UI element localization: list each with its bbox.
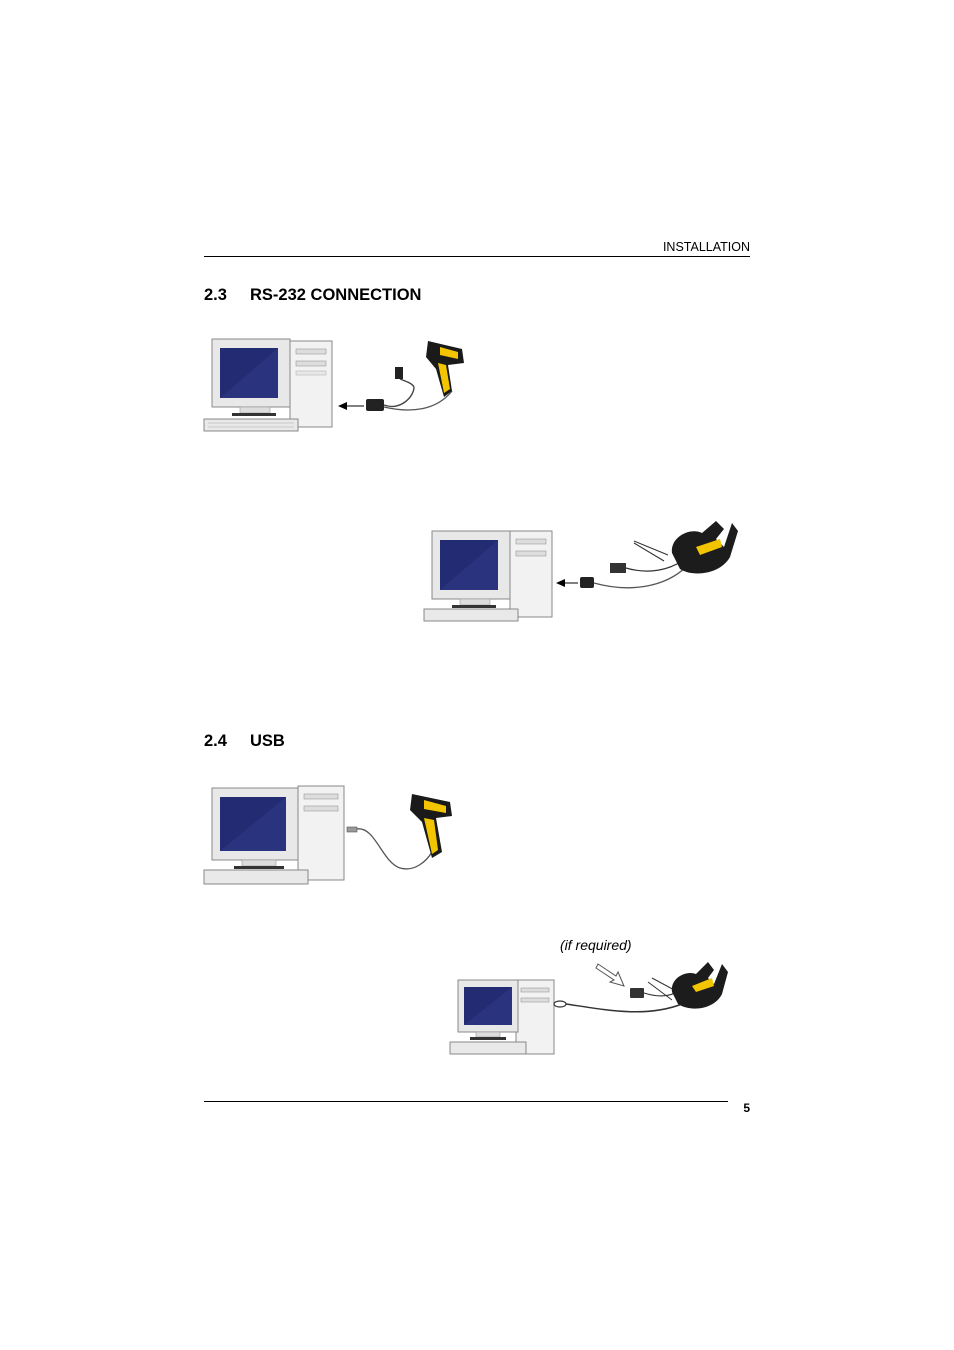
rs232-scanner-figure — [200, 335, 480, 440]
desktop-computer-illustration — [204, 786, 344, 884]
usb-scanner-figure — [200, 782, 470, 888]
desktop-computer-illustration — [204, 339, 332, 431]
usb-cradle-figure — [446, 958, 736, 1058]
usb-cable — [554, 1001, 682, 1012]
section-title: USB — [250, 732, 285, 750]
section-title: RS-232 CONNECTION — [250, 286, 421, 304]
rs232-connector-and-cable — [580, 541, 686, 588]
desktop-computer-illustration — [424, 531, 552, 621]
handheld-scanner-illustration — [426, 341, 464, 397]
running-header: INSTALLATION — [600, 240, 750, 254]
power-supply-caption: (if required) — [560, 937, 632, 953]
usb-cable — [347, 827, 432, 869]
port-arrow — [556, 579, 578, 587]
rs232-cradle-figure — [420, 517, 740, 627]
charging-cradle-illustration — [672, 521, 738, 573]
section-number: 2.3 — [204, 286, 250, 305]
header-rule — [204, 256, 750, 257]
footer-rule — [204, 1101, 728, 1102]
desktop-computer-illustration — [450, 980, 554, 1054]
port-arrow — [338, 402, 364, 410]
charging-cradle-illustration — [672, 962, 728, 1009]
section-number: 2.4 — [204, 732, 250, 751]
callout-arrow — [596, 964, 624, 986]
handheld-scanner-illustration — [410, 794, 452, 858]
page-number: 5 — [720, 1101, 750, 1115]
